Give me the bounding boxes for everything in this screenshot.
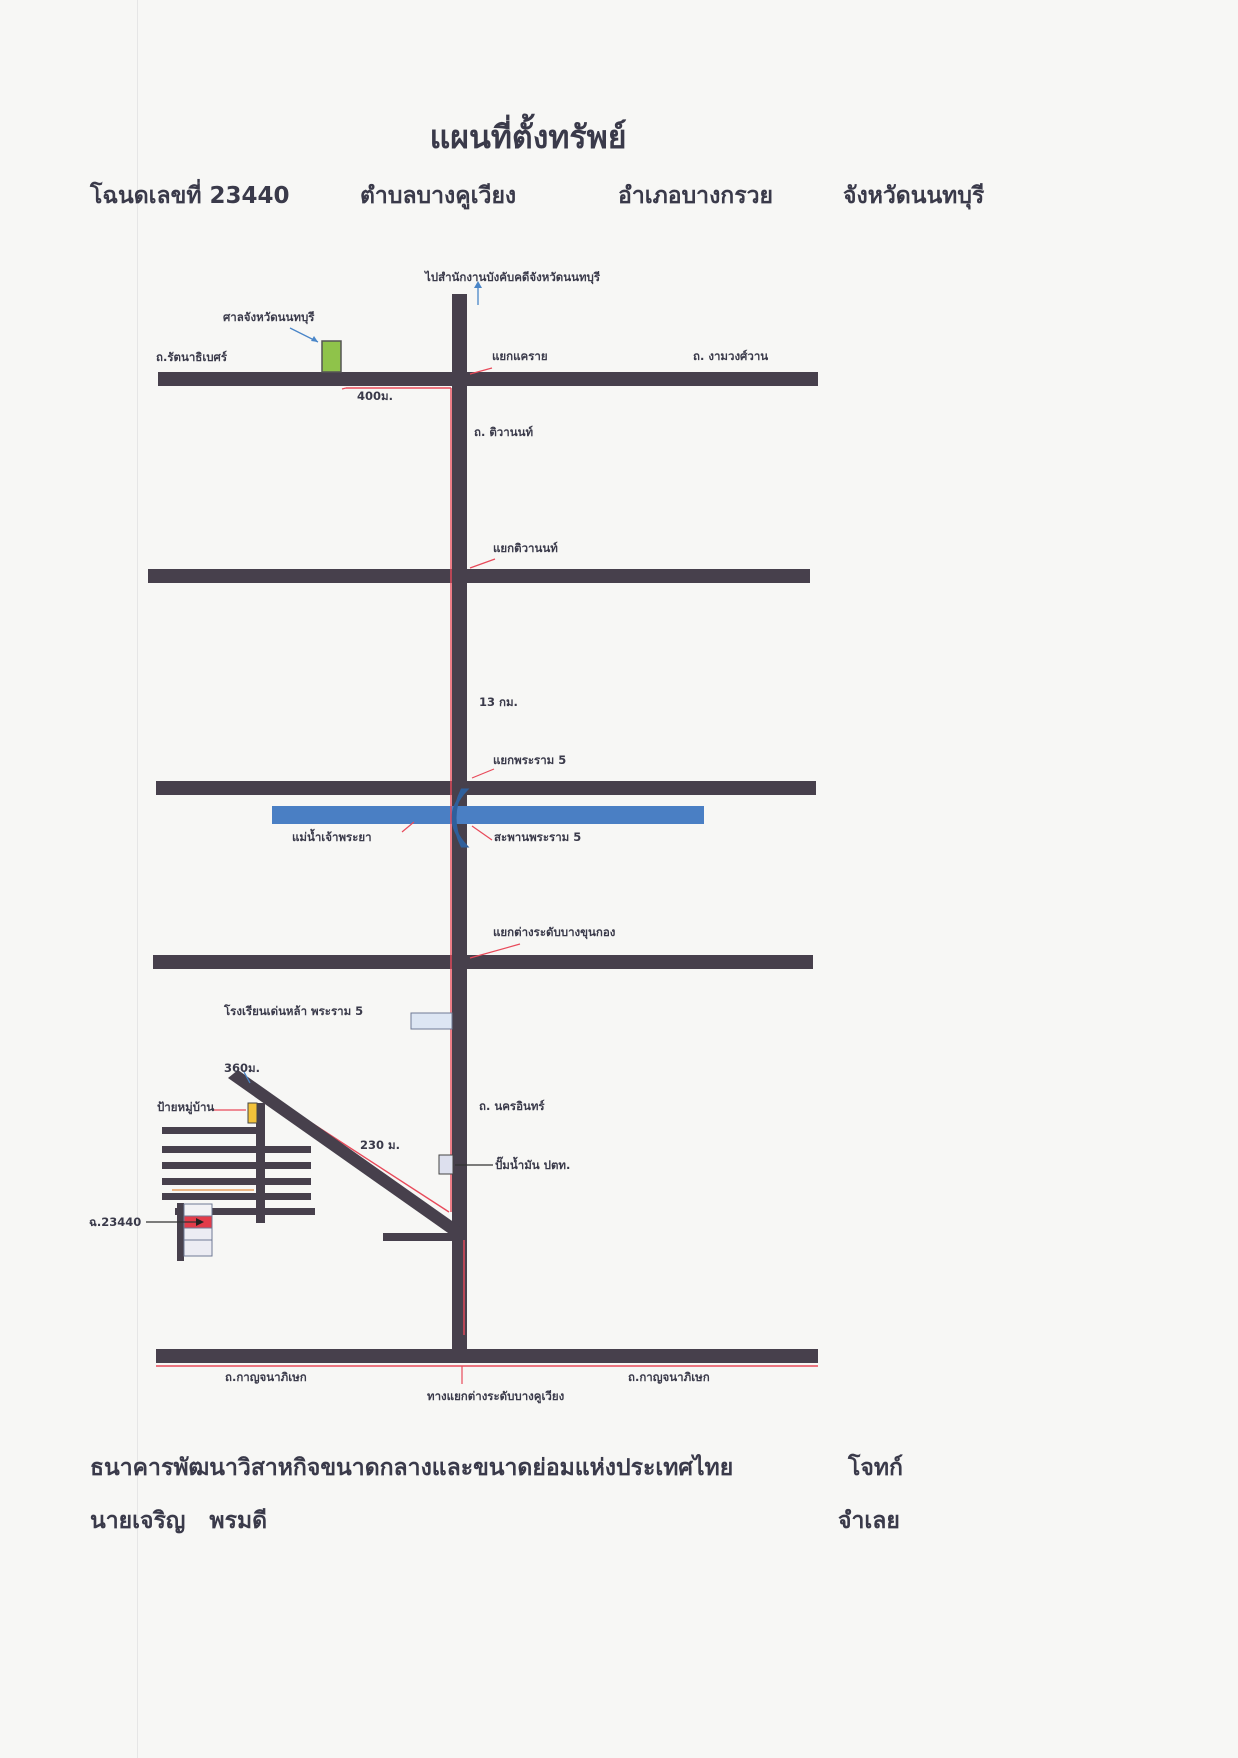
village-lane-1	[162, 1127, 256, 1134]
dist-400-arrow	[341, 387, 347, 390]
district: อำเภอบางกรวย	[618, 183, 773, 209]
deed-number: โฉนดเลขที่ 23440	[90, 183, 290, 209]
label-rattanathibet: ถ.รัตนาธิเบศร์	[156, 350, 228, 364]
rama5-junction-arrow	[471, 768, 495, 779]
label-bangkhunkong: แยกต่างระดับบางขุนกอง	[493, 925, 616, 940]
plot-neighbor-1	[183, 1203, 213, 1217]
label-nakhon-in: ถ. นครอินทร์	[479, 1099, 545, 1113]
label-tiwanon-road: ถ. ติวานนท์	[474, 425, 533, 439]
village-lane-4	[162, 1178, 311, 1185]
label-dist-400: 400ม.	[357, 389, 393, 403]
label-dist-360: 360ม.	[224, 1061, 260, 1075]
road-kanchanaphisek	[156, 1349, 818, 1363]
school-building-icon	[410, 1012, 453, 1030]
label-rama5-junction: แยกพระราม 5	[493, 753, 566, 767]
village-lane-2	[162, 1146, 311, 1153]
plot-neighbor-2	[183, 1227, 213, 1241]
label-khae-rai: แยกแคราย	[492, 349, 548, 363]
label-chao-phraya: แม่น้ำเจ้าพระยา	[292, 828, 372, 844]
label-village-sign: ป้ายหมู่บ้าน	[157, 1100, 214, 1115]
court-arrow-head-icon	[311, 336, 318, 342]
label-bangkhuwiang: ทางแยกต่างระดับบางคูเวียง	[427, 1389, 565, 1404]
label-tiwanon-junction: แยกติวานนท์	[493, 541, 558, 555]
label-ngamwongwan: ถ. งามวงศ์วาน	[693, 349, 768, 363]
bridge-arrow	[471, 825, 493, 841]
label-gas-station: ปั๊มน้ำมัน ปตท.	[495, 1156, 570, 1172]
road-bangkhunkong	[153, 955, 813, 969]
label-kanchana-right: ถ.กาญจนาภิเษก	[628, 1370, 710, 1384]
label-kanchana-left: ถ.กาญจนาภิเษก	[225, 1370, 307, 1384]
diagonal-road-spur	[383, 1233, 458, 1241]
rama5-bridge-shape	[451, 788, 470, 848]
subdistrict: ตำบลบางคูเวียง	[360, 183, 517, 209]
village-lane-3	[162, 1162, 311, 1169]
diagonal-road	[228, 1070, 462, 1240]
label-to-office: ไปสำนักงานบังคับคดีจังหวัดนนทบุรี	[423, 270, 601, 285]
to-office-arrow-head-icon	[474, 281, 482, 288]
label-rama5-bridge: สะพานพระราม 5	[494, 830, 581, 844]
label-dist-13km: 13 กม.	[479, 695, 518, 709]
road-rama5	[156, 781, 816, 795]
village-lane-5	[162, 1193, 311, 1200]
village-sign-icon	[247, 1102, 258, 1124]
bangkhunkong-arrow	[469, 943, 521, 959]
label-court: ศาลจังหวัดนนทบุรี	[223, 310, 315, 325]
page-title: แผนที่ตั้งทรัพย์	[429, 118, 627, 156]
village-lane-6	[175, 1208, 315, 1215]
binding-margin-line	[137, 0, 138, 1758]
road-tiwanon-cross	[148, 569, 810, 583]
river-arrow	[401, 821, 415, 833]
plaintiff-name: ธนาคารพัฒนาวิสาหกิจขนาดกลางและขนาดย่อมแห…	[90, 1455, 734, 1481]
plot-lane	[177, 1203, 184, 1261]
road-rattanathibet	[158, 372, 818, 386]
dist-360-arrow	[243, 1071, 251, 1084]
label-school: โรงเรียนเด่นหล้า พระราม 5	[223, 1003, 363, 1018]
chao-phraya-river	[272, 806, 704, 824]
court-building-icon	[321, 340, 342, 373]
plot-neighbor-3	[183, 1239, 213, 1257]
label-deed-mark: ฉ.23440	[89, 1215, 141, 1229]
plot-arrow-head-icon	[196, 1218, 204, 1226]
province: จังหวัดนนทบุรี	[843, 183, 985, 209]
defendant-name: นายเจริญ พรมดี	[90, 1508, 268, 1534]
khae-rai-arrow	[469, 367, 493, 375]
label-dist-230: 230 ม.	[360, 1138, 400, 1152]
defendant-role: จำเลย	[838, 1508, 900, 1534]
gas-station-icon	[438, 1154, 454, 1175]
plaintiff-role: โจทก์	[848, 1455, 903, 1481]
tiwanon-junction-arrow	[469, 558, 496, 569]
